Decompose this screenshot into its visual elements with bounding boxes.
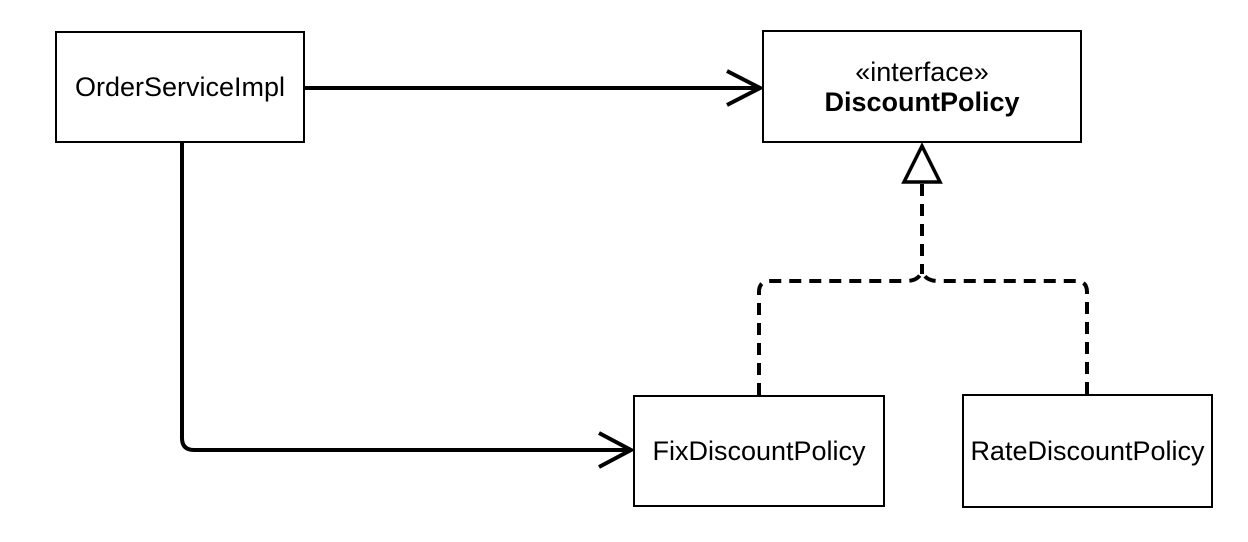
interface-node-discountpolicy: «interface» DiscountPolicy [762, 30, 1082, 143]
hollow-triangle-arrowhead-icon [901, 142, 943, 184]
realization-line-ratediscount-to-discountpolicy [920, 270, 1089, 394]
class-name-label: OrderServiceImpl [74, 72, 286, 102]
interface-stereotype-label: «interface» [855, 56, 989, 87]
class-node-orderserviceimpl: OrderServiceImpl [55, 31, 305, 143]
class-node-ratediscountpolicy: RateDiscountPolicy [962, 394, 1213, 508]
dependency-arrow-order-to-fixdiscount [180, 143, 636, 469]
realization-line-fixdiscount-to-discountpolicy [757, 270, 924, 395]
class-name-label: RateDiscountPolicy [970, 436, 1205, 466]
open-arrowhead-icon [726, 69, 765, 107]
open-arrowhead-icon [598, 431, 636, 469]
class-node-fixdiscountpolicy: FixDiscountPolicy [633, 395, 885, 507]
dependency-arrow-order-to-discountpolicy [305, 69, 765, 107]
interface-name-label: DiscountPolicy [824, 86, 1020, 117]
class-name-label: FixDiscountPolicy [652, 436, 866, 466]
